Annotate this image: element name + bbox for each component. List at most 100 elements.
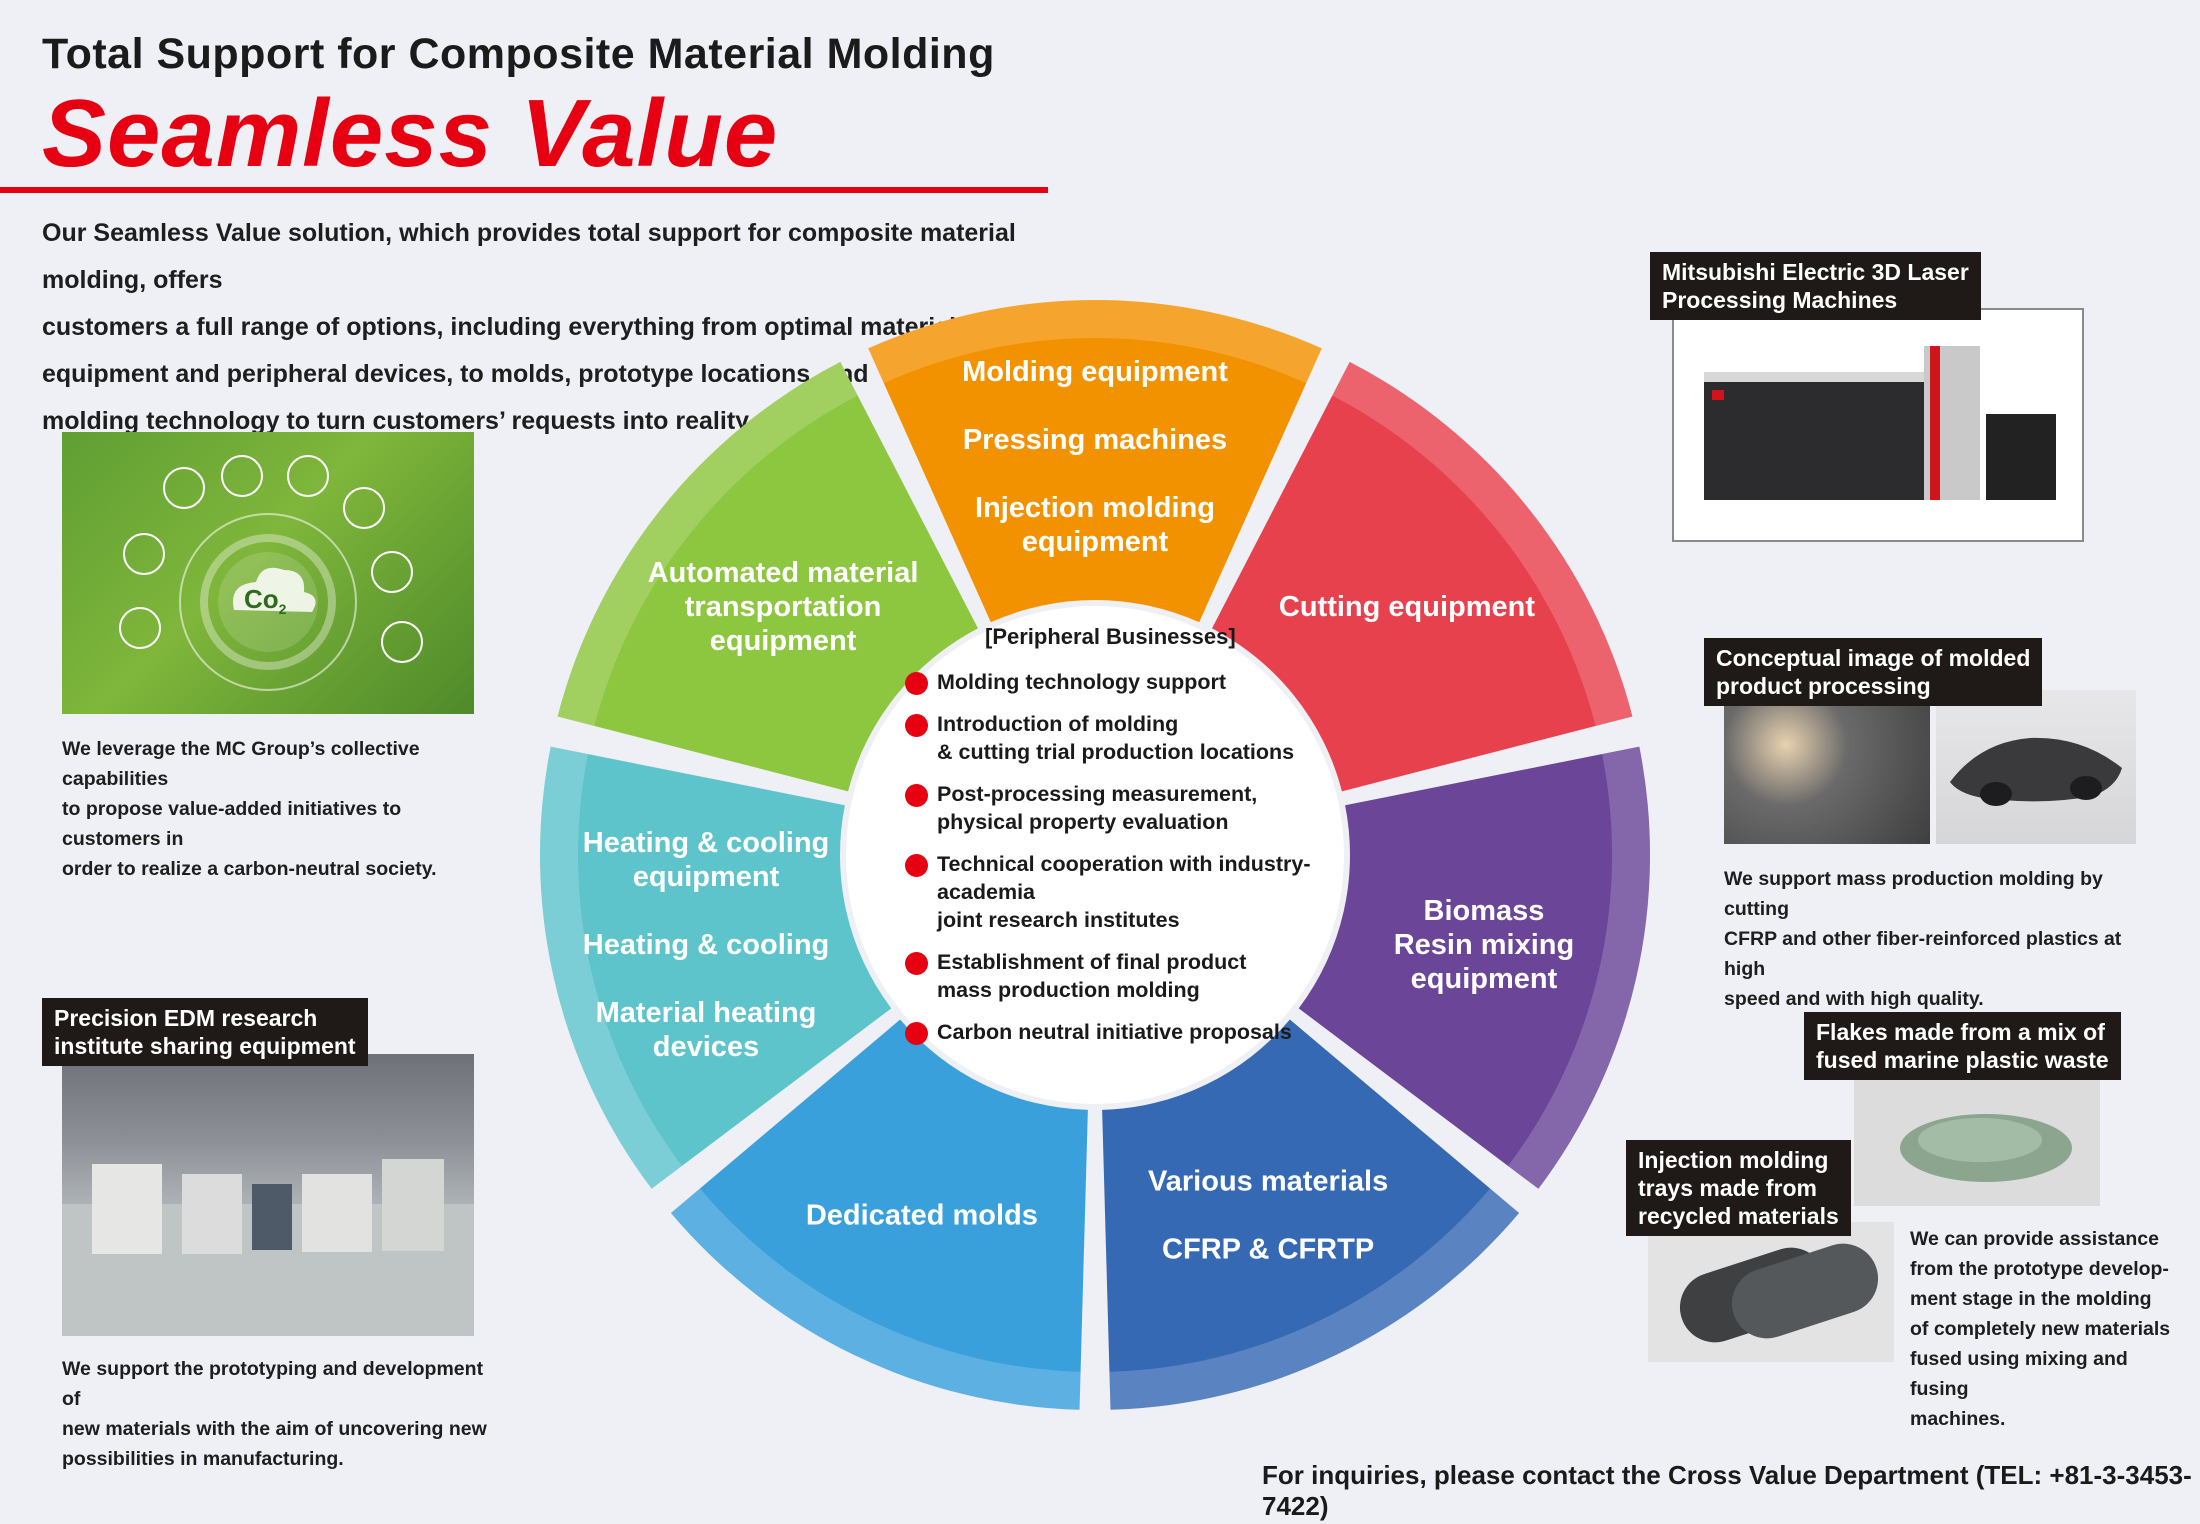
peripheral-item-line: Introduction of molding — [937, 712, 1179, 736]
recycled-trays-photo — [1648, 1222, 1894, 1362]
molded-tag: Conceptual image of molded product proce… — [1704, 638, 2043, 706]
wheel-segment-band — [540, 746, 682, 1189]
carbon-neutral-graphic — [119, 455, 423, 691]
wheel-segment-band — [868, 300, 1322, 384]
peripheral-item-line: Carbon neutral initiative proposals — [937, 1020, 1292, 1044]
wheel-segment-molds — [670, 1019, 1088, 1410]
tag-line: product processing — [1716, 673, 1931, 699]
tag-line: institute sharing equipment — [54, 1033, 356, 1059]
caption-line: order to realize a carbon-neutral societ… — [62, 858, 437, 880]
wheel-segment-materials — [1102, 1019, 1520, 1410]
co2-badge: Co — [244, 584, 279, 614]
intro-line: equipment and peripheral devices, to mol… — [42, 360, 869, 388]
wheel-segment-label: Resin mixing — [1394, 929, 1575, 961]
plastic-flakes-photo — [1854, 1066, 2100, 1206]
edm-caption: We support the prototyping and developme… — [62, 1354, 502, 1474]
caption-line: new materials with the aim of uncovering… — [62, 1418, 487, 1440]
wheel-segment-label: Molding equipment — [962, 356, 1228, 388]
caption-line: We support the prototyping and developme… — [62, 1358, 484, 1410]
bullet-icon — [905, 1022, 928, 1045]
tag-line: Injection molding — [1638, 1147, 1829, 1173]
peripheral-item-line: Post-processing measurement, — [937, 782, 1258, 806]
tag-line: trays made from — [1638, 1175, 1817, 1201]
peripheral-item: Molding technology support — [905, 668, 1385, 696]
caption-line: We support mass production molding by cu… — [1724, 868, 2103, 920]
bullet-icon — [905, 952, 928, 975]
peripheral-heading: [Peripheral Businesses] — [985, 624, 1236, 649]
wheel-segment-label: devices — [653, 1031, 759, 1063]
title-rule — [0, 187, 1048, 193]
wheel-segment-label: equipment — [710, 625, 857, 657]
bullet-icon — [905, 784, 928, 807]
intro-line: Our Seamless Value solution, which provi… — [42, 219, 1016, 294]
wheel-segment-band — [1109, 1188, 1520, 1410]
peripheral-item: Technical cooperation with industry-acad… — [905, 850, 1385, 934]
flakes-tag: Flakes made from a mix of fused marine p… — [1804, 1012, 2121, 1080]
tag-line: Mitsubishi Electric 3D Laser — [1662, 259, 1969, 285]
wheel-segment-band — [670, 1188, 1081, 1410]
page-title: Seamless Value — [42, 80, 779, 187]
molded-caption: We support mass production molding by cu… — [1724, 864, 2164, 1014]
caption-line: ment stage in the molding — [1910, 1288, 2152, 1310]
intro-line: customers a full range of options, inclu… — [42, 313, 977, 341]
molded-cutting-photo — [1724, 702, 1930, 844]
wheel-segment-heating — [540, 746, 892, 1189]
wheel-segment-cutting — [1212, 361, 1633, 792]
carbon-neutral-caption: We leverage the MC Group’s collective ca… — [62, 734, 502, 884]
caption-line: fused using mixing and fusing — [1910, 1348, 2128, 1400]
tag-line: fused marine plastic waste — [1816, 1047, 2109, 1073]
tag-line: Precision EDM research — [54, 1005, 318, 1031]
peripheral-item: Post-processing measurement, physical pro… — [905, 780, 1385, 836]
edm-tag: Precision EDM research institute sharing… — [42, 998, 368, 1066]
wheel-segment-band — [1508, 746, 1650, 1189]
wheel-segment-label: Injection molding — [975, 492, 1215, 524]
wheel-segment-label: Dedicated molds — [806, 1199, 1038, 1231]
caption-line: to propose value-added initiatives to cu… — [62, 798, 402, 850]
co2-badge-subscript: 2 — [278, 601, 287, 618]
peripheral-item-line: & cutting trial production locations — [937, 740, 1295, 764]
peripheral-item-line: Molding technology support — [937, 670, 1227, 694]
peripheral-item: Carbon neutral initiative proposals — [905, 1018, 1385, 1046]
tag-line: Flakes made from a mix of — [1816, 1019, 2105, 1045]
laser-tag: Mitsubishi Electric 3D Laser Processing … — [1650, 252, 1981, 320]
wheel-segment-label: Various materials — [1148, 1165, 1388, 1197]
bullet-icon — [905, 714, 928, 737]
bullet-icon — [905, 854, 928, 877]
trays-caption: We can provide assistance from the proto… — [1910, 1224, 2180, 1434]
wheel-segment-label: Biomass — [1424, 895, 1545, 927]
wheel-segment-label: transportation — [685, 591, 882, 623]
caption-line: of completely new materials — [1910, 1318, 2171, 1340]
peripheral-item-line: physical property evaluation — [937, 810, 1229, 834]
tag-line: Conceptual image of molded — [1716, 645, 2031, 671]
caption-line: machines. — [1910, 1408, 2006, 1430]
molded-car-photo — [1936, 690, 2136, 844]
caption-line: from the prototype develop- — [1910, 1258, 2169, 1280]
intro-line: molding technology to turn customers’ re… — [42, 407, 755, 435]
wheel-segment-label: Heating & cooling — [583, 827, 830, 859]
wheel-segment-band — [557, 361, 858, 726]
peripheral-item-line: Technical cooperation with industry-acad… — [937, 852, 1311, 904]
caption-line: speed and with high quality. — [1724, 988, 1984, 1010]
wheel-segment-label: equipment — [1022, 526, 1169, 558]
page-subtitle: Total Support for Composite Material Mol… — [42, 30, 995, 78]
caption-line: possibilities in manufacturing. — [62, 1448, 344, 1470]
wheel-segment-label: equipment — [1411, 963, 1558, 995]
wheel-center — [846, 606, 1344, 1104]
inquiry-footer: For inquiries, please contact the Cross … — [1262, 1460, 2192, 1521]
peripheral-item-line: Establishment of final product — [937, 950, 1247, 974]
wheel-segment-band — [1332, 361, 1633, 726]
wheel-segment-label: Material heating — [596, 997, 817, 1029]
bullet-icon — [905, 672, 928, 695]
edm-institute-photo — [62, 1054, 474, 1336]
wheel-segment-biomass — [1298, 746, 1650, 1189]
peripheral-item: Introduction of molding & cutting trial p… — [905, 710, 1385, 766]
wheel-segment-transport — [557, 361, 978, 792]
laser-machine-photo — [1672, 308, 2084, 542]
caption-line: CFRP and other fiber-reinforced plastics… — [1724, 928, 2122, 980]
tag-line: recycled materials — [1638, 1203, 1839, 1229]
wheel-segment-label: CFRP & CFRTP — [1162, 1233, 1374, 1265]
wheel-segment-label: Heating & cooling — [583, 929, 830, 961]
intro-text: Our Seamless Value solution, which provi… — [42, 210, 1052, 445]
